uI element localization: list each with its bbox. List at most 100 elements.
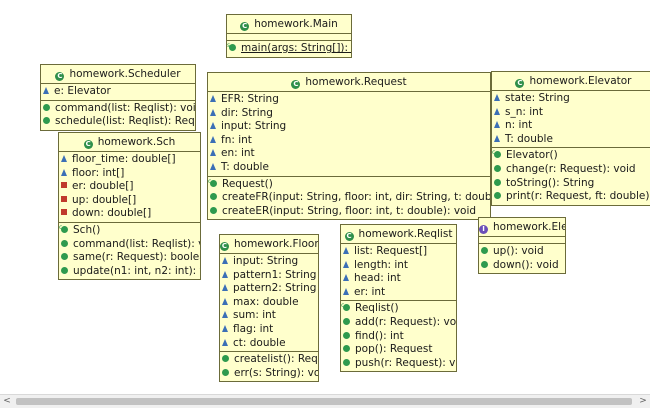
scrollbar-thumb[interactable] [16,398,632,405]
method-row[interactable]: same(r: Request): boolean [59,251,200,265]
package-visibility-icon [210,122,216,130]
attribute-row[interactable]: list: Request[] [341,245,456,259]
method-row[interactable]: find(): int [341,330,456,344]
attribute-row[interactable]: pattern2: String [220,282,318,296]
attribute-text: pattern1: String [233,268,317,281]
method-row[interactable]: command(list: Reqlist): void [41,102,195,116]
attribute-row[interactable]: ct: double [220,337,318,351]
method-text: createFR(input: String, floor: int, dir:… [222,191,491,204]
method-row[interactable]: add(r: Request): void [341,316,456,330]
public-visibility-icon [210,206,217,214]
method-row[interactable]: change(r: Request): void [492,163,650,177]
attribute-row[interactable]: n: int [492,119,650,133]
private-visibility-icon [61,195,67,202]
method-row[interactable]: createER(input: String, floor: int, t: d… [208,205,490,219]
method-row[interactable]: down(): void [479,259,565,273]
attribute-row[interactable]: down: double[] [59,207,200,221]
method-row[interactable]: createFR(input: String, floor: int, dir:… [208,191,490,205]
attribute-row[interactable]: up: double[] [59,194,200,208]
attribute-row[interactable]: input: String [208,120,490,134]
method-text: Reqlist() [355,302,399,315]
attribute-row[interactable]: er: double[] [59,180,200,194]
attribute-row[interactable]: length: int [341,259,456,273]
method-row[interactable]: schedule(list: Reqlist): Request [41,115,195,129]
horizontal-scrollbar[interactable]: < > [0,394,650,408]
attribute-row[interactable]: e: Elevator [41,85,195,99]
method-row[interactable]: toString(): String [492,177,650,191]
attribute-text: max: double [233,295,299,308]
method-row[interactable]: Reqlist() [341,299,456,316]
method-row[interactable]: command(list: Reqlist): void [59,238,200,252]
scroll-right-arrow[interactable]: > [639,396,647,406]
method-text: Sch() [73,223,101,236]
method-row[interactable]: Sch() [59,221,200,238]
attribute-row[interactable]: max: double [220,296,318,310]
public-visibility-icon [210,193,217,201]
attribute-row[interactable]: flag: int [220,323,318,337]
attribute-row[interactable]: dir: String [208,107,490,121]
package-visibility-icon [61,168,67,176]
package-visibility-icon [222,257,228,264]
attribute-row[interactable]: head: int [341,272,456,286]
attribute-row[interactable]: EFR: String [208,93,490,107]
public-visibility-icon [343,317,350,325]
method-row[interactable]: up(): void [479,245,565,259]
constructor-icon [492,146,501,160]
method-row[interactable]: main(args: String[]): void [227,39,351,56]
method-text: up(): void [493,245,544,257]
scroll-left-arrow[interactable]: < [3,396,11,406]
method-row[interactable]: update(n1: int, n2: int): void [59,265,200,279]
class-title: homework.Scheduler [69,68,181,80]
class-title: homework.Reqlist [358,228,453,240]
method-row[interactable]: Request() [208,175,490,192]
attribute-row[interactable]: er: int [341,286,456,300]
package-visibility-icon [222,284,228,292]
attribute-row[interactable]: input: String [220,255,318,269]
method-row[interactable]: print(r: Request, ft: double): void [492,190,650,204]
attribute-row[interactable]: state: String [492,92,650,106]
attribute-row[interactable]: s_n: int [492,106,650,120]
attribute-row[interactable]: fn: int [208,134,490,148]
package-visibility-icon [343,274,349,282]
methods-section: Reqlist()add(r: Request): void find(): in… [341,299,456,371]
attribute-text: er: double[] [72,180,134,193]
package-visibility-icon [43,87,49,94]
attribute-row[interactable]: pattern1: String [220,269,318,283]
class-title: homework.Sch [97,136,176,148]
attribute-row[interactable]: en: int [208,147,490,161]
attribute-text: flag: int [233,322,274,335]
method-row[interactable]: createlist(): Reqlist [220,353,318,367]
method-text: change(r: Request): void [506,162,636,175]
attribute-row[interactable]: T: double [492,133,650,147]
attribute-text: floor: int[] [72,166,125,179]
method-row[interactable]: err(s: String): void [220,367,318,381]
attributes-section: e: Elevator [41,84,195,100]
method-row[interactable]: push(r: Request): void [341,357,456,371]
method-text: add(r: Request): void [355,315,457,328]
attribute-row[interactable]: floor_time: double[] [59,153,200,167]
method-row[interactable]: pop(): Request [341,343,456,357]
attribute-row[interactable]: sum: int [220,309,318,323]
attribute-row[interactable]: floor: int[] [59,167,200,181]
package-visibility-icon [210,135,216,143]
method-text: main(args: String[]): void [241,42,351,54]
method-row[interactable]: Elevator() [492,146,650,163]
attribute-row[interactable]: T: double [208,161,490,175]
